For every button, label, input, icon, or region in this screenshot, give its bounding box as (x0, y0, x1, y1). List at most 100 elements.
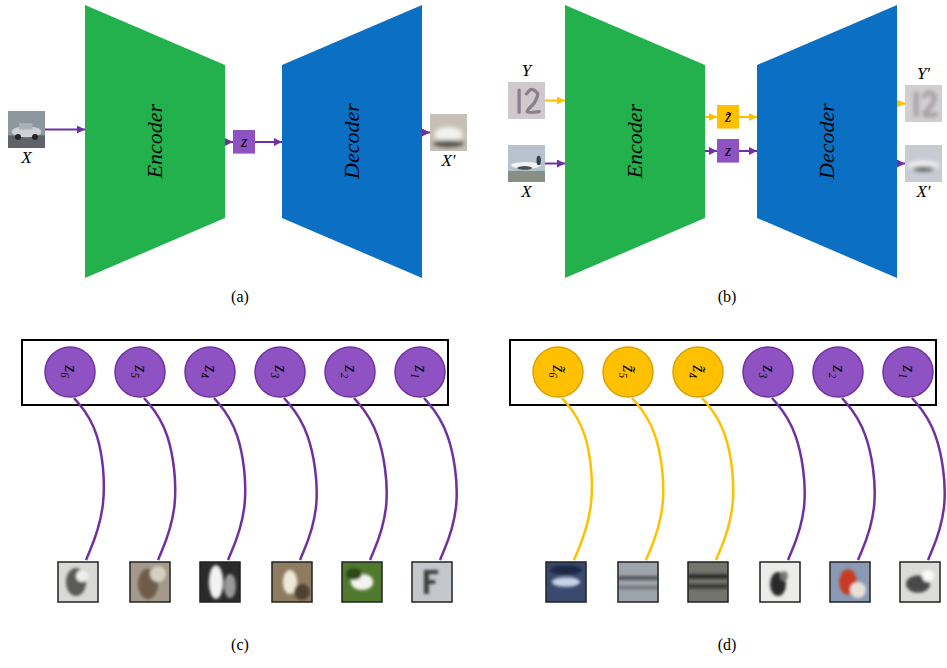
unit-link-curve (284, 398, 317, 560)
picture-ground (58, 562, 98, 602)
latent-frame (22, 340, 448, 405)
latent-unit: z₁ (394, 346, 446, 398)
latent-unit: z₃ (254, 346, 306, 398)
picture-content (8, 123, 45, 148)
unit-link-curve (702, 398, 733, 560)
image-label: X′ (885, 183, 947, 202)
unit-link-curve (144, 398, 175, 560)
feature-patch (688, 562, 728, 602)
picture-blob (209, 565, 223, 599)
caption-holder: (a) (200, 288, 280, 306)
encoder-block: Encoder (85, 5, 225, 278)
feature-patch (342, 562, 382, 602)
patch-border (412, 562, 452, 602)
unit-link-curve (632, 398, 663, 560)
circle (325, 347, 375, 397)
picture-ground (508, 82, 545, 119)
feature-patch (900, 562, 940, 602)
picture-content (424, 570, 438, 594)
picture-blob (294, 584, 310, 600)
flow-arrow (225, 141, 233, 143)
feature-patch (58, 562, 98, 602)
flow-arrow (545, 163, 565, 165)
unit-symbol: z₅ (130, 365, 150, 378)
image-label: X′ (410, 152, 487, 171)
pic-outline (508, 82, 545, 119)
picture-shade (688, 574, 728, 579)
picture-ground (905, 85, 942, 122)
picture-blob (780, 571, 788, 581)
image-label: X (488, 183, 565, 202)
patch-border (830, 562, 870, 602)
latent-unit: z₄ (184, 346, 236, 398)
picture-stroke (527, 89, 540, 112)
feature-patch (760, 562, 800, 602)
image-node: X′ (430, 114, 467, 151)
image-node: X (508, 145, 545, 182)
decoder-block: Decoder (282, 5, 422, 278)
caption-holder: (b) (687, 288, 767, 306)
trapezoid (565, 5, 705, 278)
patch-border (688, 562, 728, 602)
picture-content (66, 568, 88, 596)
picture-content (770, 571, 788, 596)
picture-content (138, 566, 166, 599)
feature-patch (412, 562, 452, 602)
patch-border (272, 562, 312, 602)
picture-ground (900, 562, 940, 602)
picture-content (346, 568, 373, 590)
unit-symbol: z₁ (410, 365, 430, 378)
picture-stroke (914, 93, 918, 115)
picture-content (906, 570, 934, 593)
pic-outline (905, 145, 942, 182)
label-holder: X′ (410, 151, 487, 171)
image-label: X (0, 149, 65, 168)
label-holder: Y′ (885, 65, 947, 85)
image-label: Y (488, 62, 565, 81)
unit-symbol: z₄ (200, 365, 220, 378)
image-node: Y (508, 82, 545, 119)
latent-unit: z̃₆ (532, 346, 584, 398)
latent-box: z (717, 139, 739, 163)
patch-border (200, 562, 240, 602)
block-name: Decoder (815, 104, 839, 180)
patch-border (58, 562, 98, 602)
unit-symbol: z₆ (60, 365, 80, 378)
unit-link-curve (424, 398, 457, 560)
picture-content (209, 565, 236, 599)
picture-stroke (517, 90, 520, 112)
latent-unit: z̃₄ (672, 346, 724, 398)
picture-ground (412, 562, 452, 602)
flow-arrow (739, 116, 757, 118)
feature-patch (546, 562, 586, 602)
picture-blob (32, 134, 38, 140)
latent-symbol: z (241, 133, 247, 151)
patch-border (546, 562, 586, 602)
picture-content (508, 156, 545, 182)
feature-patch (130, 562, 170, 602)
picture-ground (830, 562, 870, 602)
unit-link-curve (354, 398, 387, 560)
picture-ground (130, 562, 170, 602)
pic-outline (8, 111, 45, 148)
caption-holder: (c) (200, 636, 280, 654)
pic-outline (430, 114, 467, 151)
flow-arrow (45, 129, 85, 131)
picture-shade (8, 135, 45, 148)
unit-symbol: z₃ (758, 365, 778, 378)
panel-caption: (a) (200, 288, 280, 306)
trapezoid (757, 5, 897, 278)
square (717, 105, 739, 129)
square (233, 130, 255, 154)
picture-blob (15, 134, 21, 140)
latent-box: z (233, 130, 255, 154)
picture-ground (430, 114, 467, 151)
picture-blob (922, 570, 934, 582)
unit-symbol: z̃₅ (618, 365, 638, 378)
latent-box: z̃ (717, 105, 739, 129)
flow-arrow (705, 150, 717, 152)
picture-shade (424, 570, 438, 574)
image-node: X′ (905, 145, 942, 182)
flow-arrow (739, 150, 757, 152)
circle (813, 347, 863, 397)
